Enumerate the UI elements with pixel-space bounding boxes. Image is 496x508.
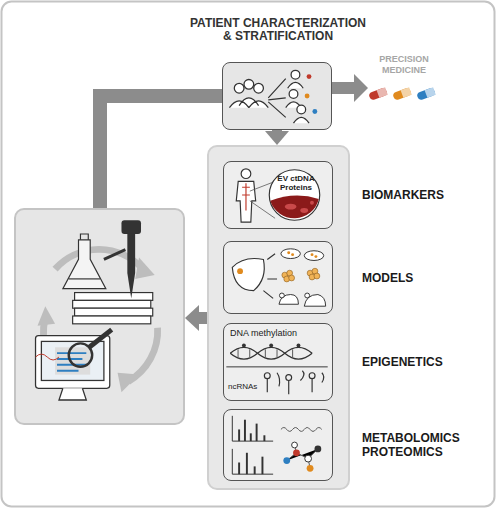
precision-arrow bbox=[332, 74, 368, 102]
outcome-label: PRECISION MEDICINE bbox=[366, 54, 442, 76]
stratification-box: PATIENT CHARACTERIZATION & STRATIFICATIO… bbox=[222, 62, 332, 130]
flow-arrow bbox=[265, 130, 289, 145]
box-heading: METABOLOMICS PROTEOMICS bbox=[362, 431, 487, 459]
box-heading: PATIENT CHARACTERIZATION & STRATIFICATIO… bbox=[188, 17, 368, 43]
biomarkers-box: BIOMARKERSEV ctDNA Proteins bbox=[223, 161, 333, 229]
inner-label: ncRNAs bbox=[228, 382, 264, 391]
illustration bbox=[16, 210, 183, 423]
research-panel: BIOMARKERSEV ctDNA ProteinsMODELSEPIGENE… bbox=[207, 145, 350, 490]
box-heading: BIOMARKERS bbox=[362, 188, 487, 202]
omics-box: METABOLOMICS PROTEOMICS bbox=[223, 409, 333, 481]
epigenetics-box: EPIGENETICSDNA methylationncRNAs bbox=[223, 323, 333, 401]
flow-arrow bbox=[100, 96, 222, 208]
flow-arrow bbox=[185, 305, 207, 331]
inner-label: EV ctDNA Proteins bbox=[276, 174, 316, 192]
illustration bbox=[224, 410, 332, 480]
box-heading: EPIGENETICS bbox=[362, 355, 487, 369]
lab-box bbox=[14, 208, 185, 425]
models-box: MODELS bbox=[223, 241, 333, 314]
illustration bbox=[223, 63, 331, 129]
box-heading: MODELS bbox=[362, 271, 487, 285]
inner-label: DNA methylation bbox=[230, 328, 330, 338]
pill-icons bbox=[368, 87, 436, 101]
illustration bbox=[224, 162, 332, 228]
illustration bbox=[224, 242, 332, 313]
